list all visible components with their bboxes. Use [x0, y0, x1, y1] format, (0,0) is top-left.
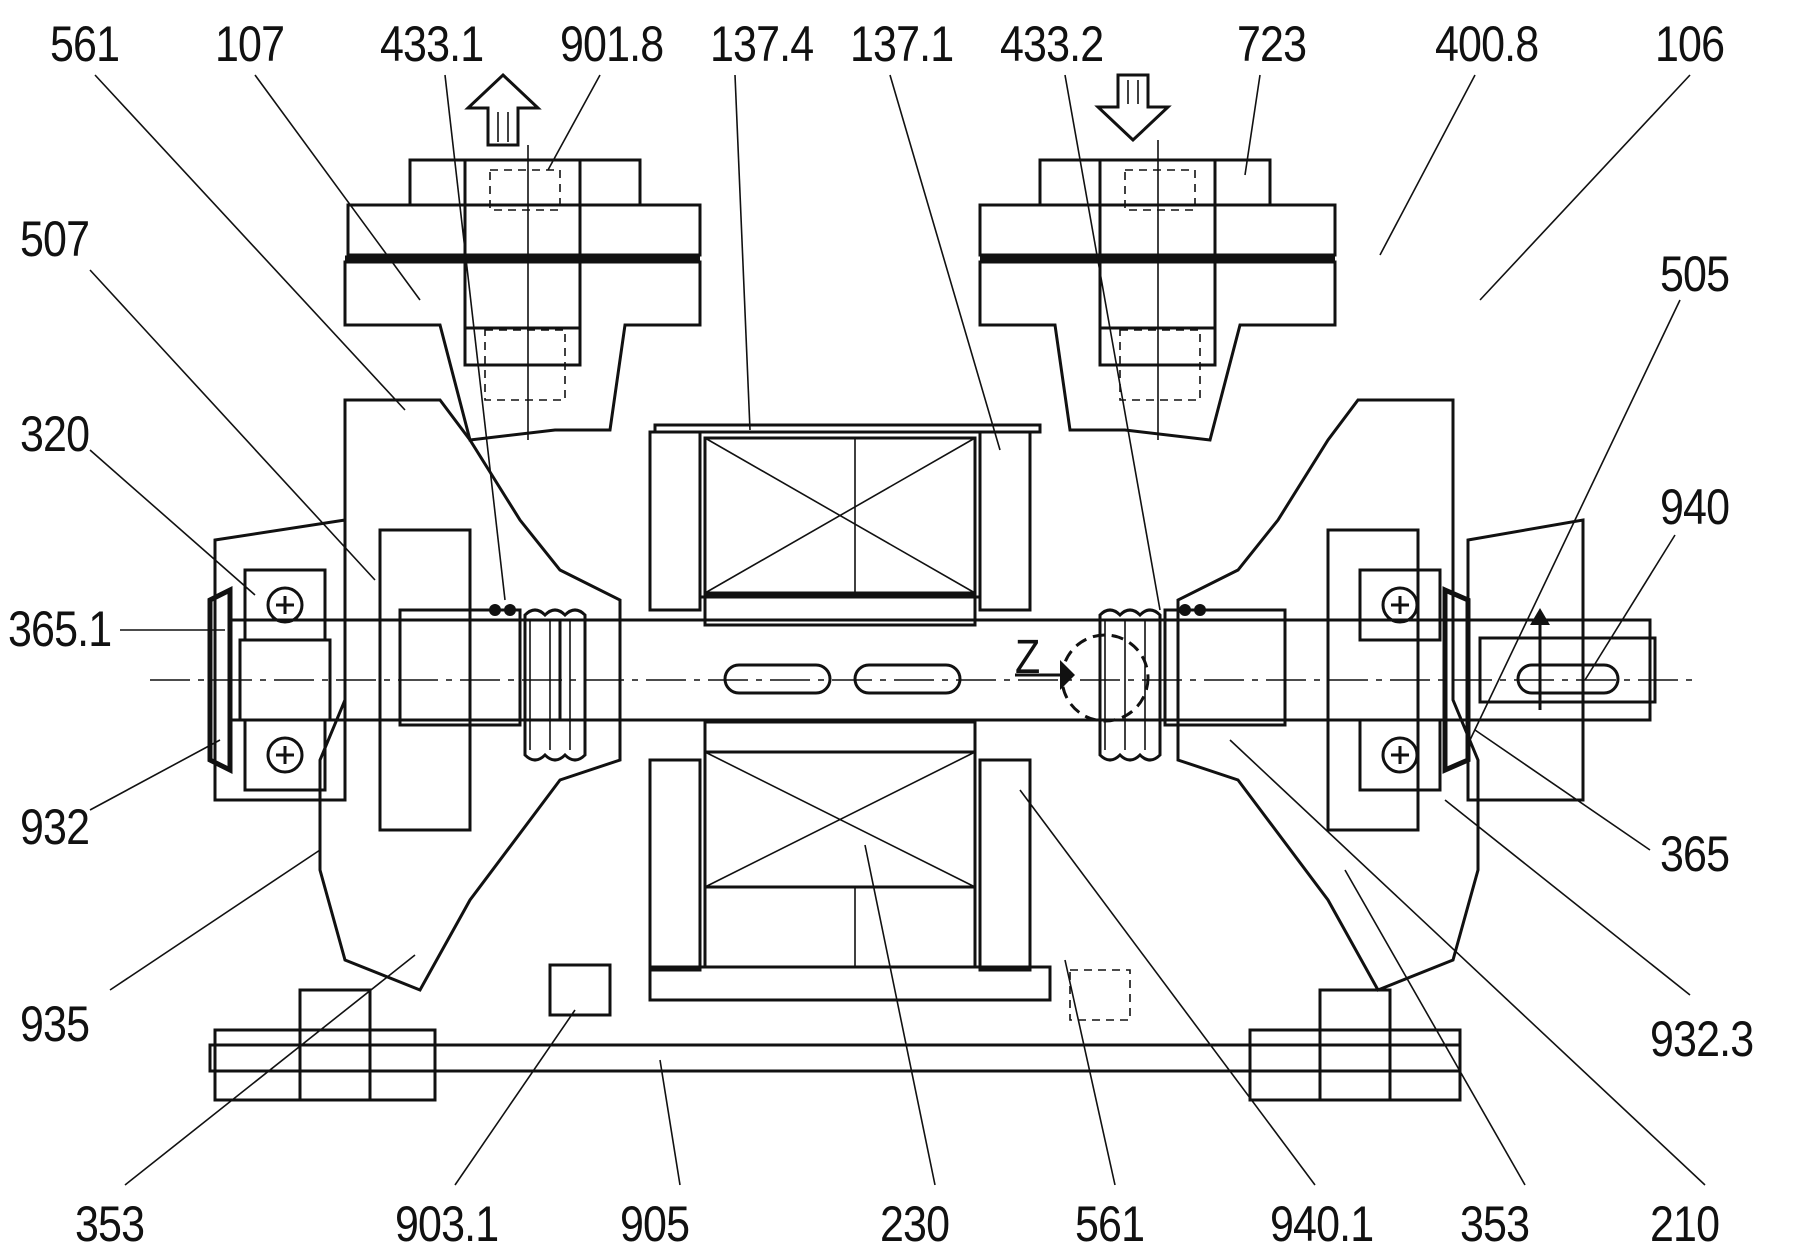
part-label-365-1: 365.1 — [8, 601, 112, 657]
part-label-940-1: 940.1 — [1270, 1196, 1374, 1252]
part-label-723: 723 — [1237, 16, 1307, 72]
part-label-932-3: 932.3 — [1650, 1011, 1754, 1067]
part-label-433-1: 433.1 — [380, 16, 484, 72]
part-label-365: 365 — [1660, 826, 1730, 882]
part-label-320: 320 — [20, 406, 90, 462]
base-feet — [208, 963, 1462, 1102]
left-bearing — [207, 568, 332, 792]
left-port-flange — [343, 158, 702, 442]
detail-label-z: Z — [1015, 631, 1040, 684]
part-label-935: 935 — [20, 996, 90, 1052]
part-label-901-8: 901.8 — [560, 16, 664, 72]
detail-z-marker — [1015, 633, 1150, 723]
part-label-353-right: 353 — [1460, 1196, 1530, 1252]
inlet-arrow-down — [1094, 73, 1172, 440]
part-label-903-1: 903.1 — [395, 1196, 499, 1252]
part-label-137-4: 137.4 — [710, 16, 814, 72]
central-casing — [648, 423, 1042, 972]
rotation-arrow — [1530, 608, 1550, 710]
left-seal-spring — [398, 604, 587, 762]
part-label-400-8: 400.8 — [1435, 16, 1539, 72]
part-label-505: 505 — [1660, 246, 1730, 302]
part-label-932: 932 — [20, 799, 90, 855]
part-label-230: 230 — [880, 1196, 950, 1252]
part-label-210: 210 — [1650, 1196, 1720, 1252]
left-end-casing — [213, 398, 622, 992]
impeller — [648, 430, 1052, 1002]
right-bearing — [1358, 568, 1471, 792]
right-seal-spring — [1098, 604, 1287, 762]
outlet-arrow-up — [464, 72, 542, 440]
part-label-433-2: 433.2 — [1000, 16, 1104, 72]
leader-lines — [89, 74, 1706, 1186]
part-label-905: 905 — [620, 1196, 690, 1252]
part-label-107: 107 — [215, 16, 285, 72]
part-label-353-left: 353 — [75, 1196, 145, 1252]
part-label-137-1: 137.1 — [850, 16, 954, 72]
right-end-casing — [1176, 398, 1585, 992]
part-label-106: 106 — [1655, 16, 1725, 72]
part-label-561-bottom: 561 — [1075, 1196, 1145, 1252]
part-label-561-top: 561 — [50, 16, 120, 72]
part-label-507: 507 — [20, 211, 90, 267]
part-label-940: 940 — [1660, 479, 1730, 535]
